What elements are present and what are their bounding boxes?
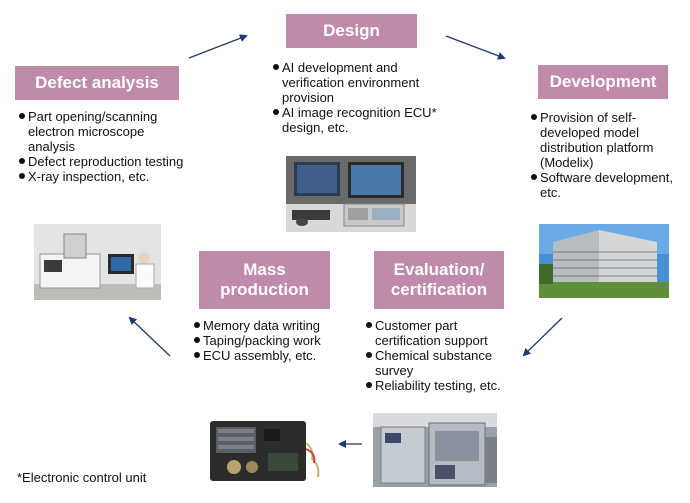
development-photo (539, 224, 669, 298)
development-item: Provision of self-developed model distri… (531, 110, 681, 170)
arrow-mass-production-to-defect (128, 316, 171, 357)
footnote: *Electronic control unit (17, 470, 147, 485)
arrow-design-to-development (445, 35, 506, 60)
mass-production-item: Taping/packing work (194, 333, 354, 348)
mass-production-photo (202, 413, 327, 487)
mass-production-items: Memory data writing Taping/packing work … (194, 318, 354, 363)
arrow-development-to-evaluation (522, 317, 563, 357)
development-item: Software development, etc. (531, 170, 681, 200)
evaluation-items: Customer part certification support Chem… (366, 318, 526, 393)
defect-analysis-photo (34, 224, 161, 300)
mass-production-item: ECU assembly, etc. (194, 348, 354, 363)
development-title: Development (538, 65, 668, 99)
design-item: AI development and verification environm… (273, 60, 443, 105)
defect-analysis-items: Part opening/scanning electron microscop… (19, 109, 189, 184)
defect-analysis-item: Part opening/scanning electron microscop… (19, 109, 189, 154)
arrow-defect-to-design (188, 34, 248, 59)
defect-analysis-title: Defect analysis (15, 66, 179, 100)
development-items: Provision of self-developed model distri… (531, 110, 681, 200)
defect-analysis-item: Defect reproduction testing (19, 154, 189, 169)
evaluation-item: Reliability testing, etc. (366, 378, 526, 393)
mass-production-title: Mass production (199, 251, 330, 309)
design-items: AI development and verification environm… (273, 60, 443, 135)
design-photo (286, 156, 416, 232)
design-title: Design (286, 14, 417, 48)
evaluation-item: Customer part certification support (366, 318, 526, 348)
mass-production-item: Memory data writing (194, 318, 354, 333)
evaluation-photo (373, 413, 497, 487)
design-item: AI image recognition ECU* design, etc. (273, 105, 443, 135)
evaluation-title: Evaluation/ certification (374, 251, 504, 309)
evaluation-item: Chemical substance survey (366, 348, 526, 378)
defect-analysis-item: X-ray inspection, etc. (19, 169, 189, 184)
